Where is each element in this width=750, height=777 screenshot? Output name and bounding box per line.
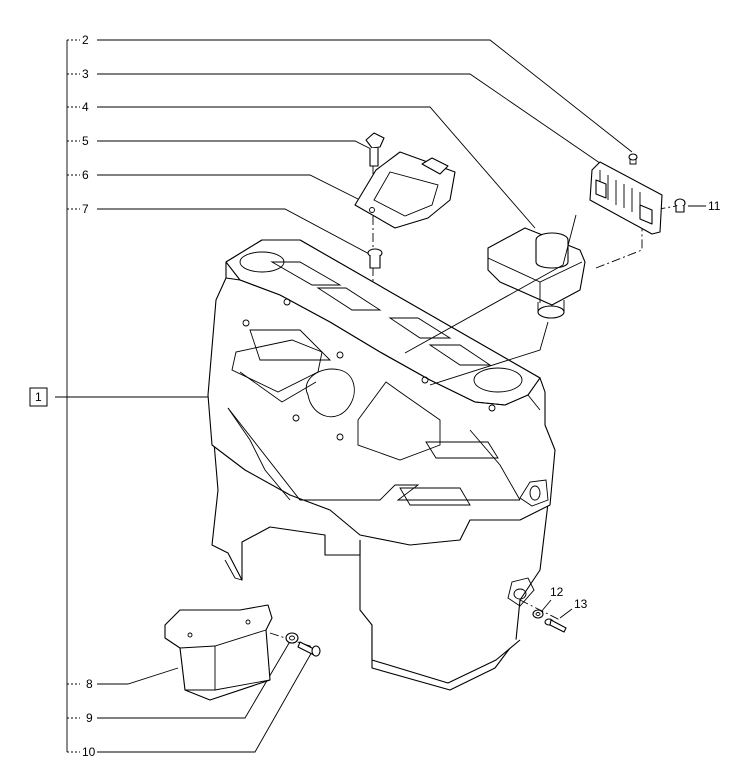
callout-11: 11	[708, 199, 721, 213]
callout-10: 10	[82, 745, 96, 759]
screw-11	[674, 198, 686, 213]
callout-2: 2	[82, 33, 89, 47]
callout-1: 1	[35, 390, 42, 404]
blower-motor	[404, 214, 586, 386]
left-cover	[164, 604, 273, 701]
screw-7	[367, 248, 383, 269]
screw-2	[628, 153, 638, 165]
cover-plate	[354, 151, 456, 229]
leader-lines	[55, 39, 706, 753]
washer-9	[285, 632, 299, 644]
washer-12	[532, 609, 544, 619]
bolt-5	[365, 132, 385, 167]
callout-13: 13	[574, 597, 588, 611]
callout-9: 9	[86, 711, 93, 725]
callout-12: 12	[550, 585, 564, 599]
callout-8: 8	[86, 677, 93, 691]
screw-10	[297, 641, 321, 657]
bracket-plate	[589, 161, 663, 235]
callout-6: 6	[82, 168, 89, 182]
assembly-bracket	[56, 39, 80, 753]
heater-housing	[207, 239, 556, 691]
callout-4: 4	[82, 100, 89, 114]
callout-labels: 1 2 3 4 5 6 7 8 9 10 11 12 13	[29, 33, 721, 759]
callout-7: 7	[82, 202, 89, 216]
callout-1-box	[29, 387, 48, 407]
screw-13	[544, 618, 567, 633]
callout-3: 3	[82, 67, 89, 81]
callout-5: 5	[82, 134, 89, 148]
